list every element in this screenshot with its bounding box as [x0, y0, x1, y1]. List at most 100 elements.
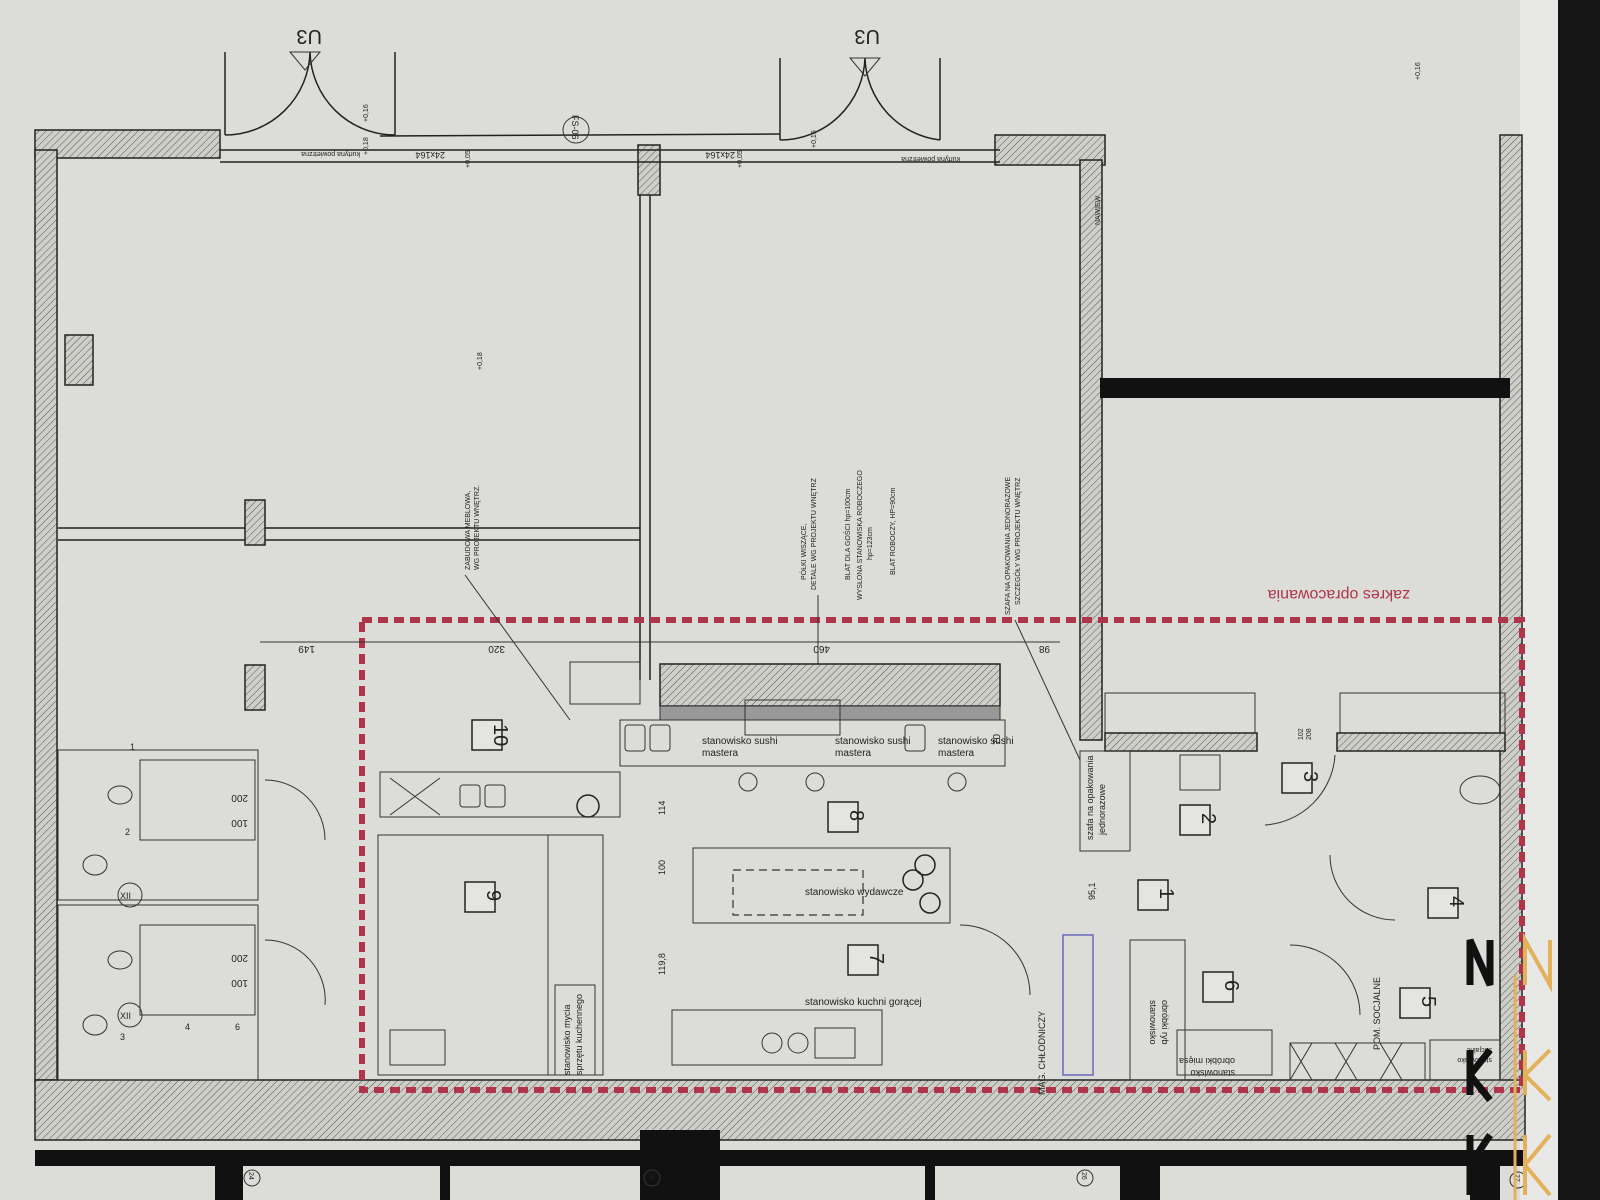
- plan-label: 24x164: [705, 150, 735, 160]
- plan-shape: [389, 1029, 446, 1066]
- plan-label: 1: [1155, 888, 1177, 899]
- nkk-logo: [1466, 932, 1552, 1200]
- plan-label: NAWIEW: [1095, 195, 1102, 225]
- plan-label: BLAT ROBOCZY, HP=90cm: [890, 487, 897, 575]
- plan-shape: [34, 129, 221, 159]
- plan-shape: [139, 759, 256, 841]
- plan-label: 100: [231, 817, 248, 828]
- plan-label: MAG. CHŁODNICZY: [1037, 1011, 1047, 1095]
- plan-shape: [1281, 762, 1313, 794]
- plan-shape: [1427, 887, 1459, 919]
- wash-area: stanowisko mycia sprzętu kuchennego: [377, 661, 641, 1076]
- plan-shape: [805, 772, 825, 792]
- plan-shape: [738, 772, 758, 792]
- plan-shape: [624, 724, 646, 752]
- plan-shape: [1429, 1039, 1501, 1081]
- plan-label: 6: [1220, 980, 1242, 991]
- plan-shape: [288, 51, 322, 71]
- plan-label: XII: [120, 1011, 131, 1021]
- plan-shape: [744, 699, 841, 736]
- plan-label: sprzętu kuchennego: [574, 994, 584, 1075]
- table-background: [1555, 0, 1600, 1200]
- plan-shape: [640, 1130, 720, 1200]
- entrance-door-right: U3: [779, 25, 941, 141]
- plan-shape: [649, 724, 671, 752]
- plan-shape: [484, 784, 506, 808]
- plan-shape: [1100, 378, 1510, 398]
- scope-boundary: [359, 617, 1525, 1093]
- plan-shape: [82, 854, 108, 876]
- station-label: mastera: [702, 748, 739, 759]
- plan-shape: [619, 719, 1006, 767]
- station-label: mastera: [835, 748, 872, 759]
- plan-shape: [562, 116, 590, 144]
- plan-shape: [1289, 944, 1361, 1016]
- plan-shape: [1336, 732, 1506, 752]
- plan-shape: [1079, 159, 1103, 741]
- window-tag: FS-06: [570, 115, 580, 140]
- plan-label: 208: [1306, 728, 1313, 740]
- plan-shape: [761, 1032, 783, 1054]
- plan-shape: [1176, 1029, 1273, 1076]
- plan-label: stanowisko: [1190, 1068, 1235, 1078]
- plan-label: 102: [1298, 728, 1305, 740]
- plan-label: obróbki ryb: [1160, 1000, 1170, 1045]
- plan-label: 200: [231, 952, 248, 963]
- plan-shape: [471, 719, 503, 751]
- plan-shape: [377, 834, 549, 1076]
- plan-label: 114: [657, 801, 667, 815]
- plan-label: 7: [865, 953, 887, 964]
- plan-shape: [904, 724, 926, 752]
- plan-shape: [914, 854, 936, 876]
- plan-shape: [34, 149, 58, 1081]
- plan-shape: [1076, 1169, 1094, 1187]
- plan-label: 25: [647, 1172, 654, 1180]
- plan-label: obróbki mięsa: [1179, 1056, 1235, 1066]
- plan-shape: [1062, 934, 1094, 1076]
- plan-label: XII: [120, 891, 131, 901]
- plan-label: 24: [247, 1172, 254, 1180]
- plan-label: 3: [120, 1032, 125, 1042]
- plan-shape: [464, 881, 496, 913]
- plan-shape: [57, 904, 259, 1081]
- plan-label: 460: [813, 643, 830, 654]
- plan-shape: [787, 1032, 809, 1054]
- station-label: stanowisko sushi: [835, 736, 911, 747]
- plan-label: POM. SOCJALNE: [1372, 977, 1382, 1050]
- plan-shape: [1079, 750, 1131, 852]
- plan-label: 98: [1038, 643, 1050, 654]
- plan-label: szafa na opakowania: [1085, 755, 1095, 840]
- plan-shape: [1289, 1042, 1426, 1081]
- plan-shape: [1104, 732, 1258, 752]
- plan-label: 149: [298, 643, 315, 654]
- plan-label: BLAT DLA GOŚCI hp=100cm: [843, 488, 852, 580]
- sushi-bar: stanowisko sushi mastera stanowisko sush…: [619, 663, 1014, 792]
- plan-label: 95,1: [1087, 882, 1097, 900]
- plan-label: hp=123cm: [867, 527, 874, 560]
- plan-label: 100: [657, 860, 667, 875]
- plan-shape: [959, 924, 1031, 996]
- plan-label: 26: [1080, 1172, 1087, 1180]
- plan-label: 9: [482, 890, 504, 901]
- plan-shape: [569, 661, 641, 705]
- plan-shape: [117, 1002, 143, 1028]
- plan-label: 1: [130, 742, 135, 752]
- plan-shape: [107, 785, 133, 805]
- plan-shape: [107, 950, 133, 970]
- entrance-label: U3: [296, 25, 322, 47]
- plan-shape: [925, 1150, 935, 1200]
- plan-shape: [848, 57, 882, 77]
- plan-shape: [827, 801, 859, 833]
- plan-shape: [779, 57, 941, 141]
- plan-shape: [1120, 1150, 1160, 1200]
- right-rooms: szafa na opakowania jednorazowe stanowis…: [1079, 692, 1506, 1081]
- plan-label: +0,16: [363, 104, 370, 122]
- paper-edge: [1520, 0, 1558, 1200]
- plan-shape: [82, 1014, 108, 1036]
- plan-shape: [1014, 619, 1081, 761]
- plan-label: 4: [1445, 896, 1467, 907]
- plan-shape: [139, 924, 256, 1016]
- plan-label: +0,16: [1415, 62, 1422, 80]
- plan-shape: [692, 847, 951, 924]
